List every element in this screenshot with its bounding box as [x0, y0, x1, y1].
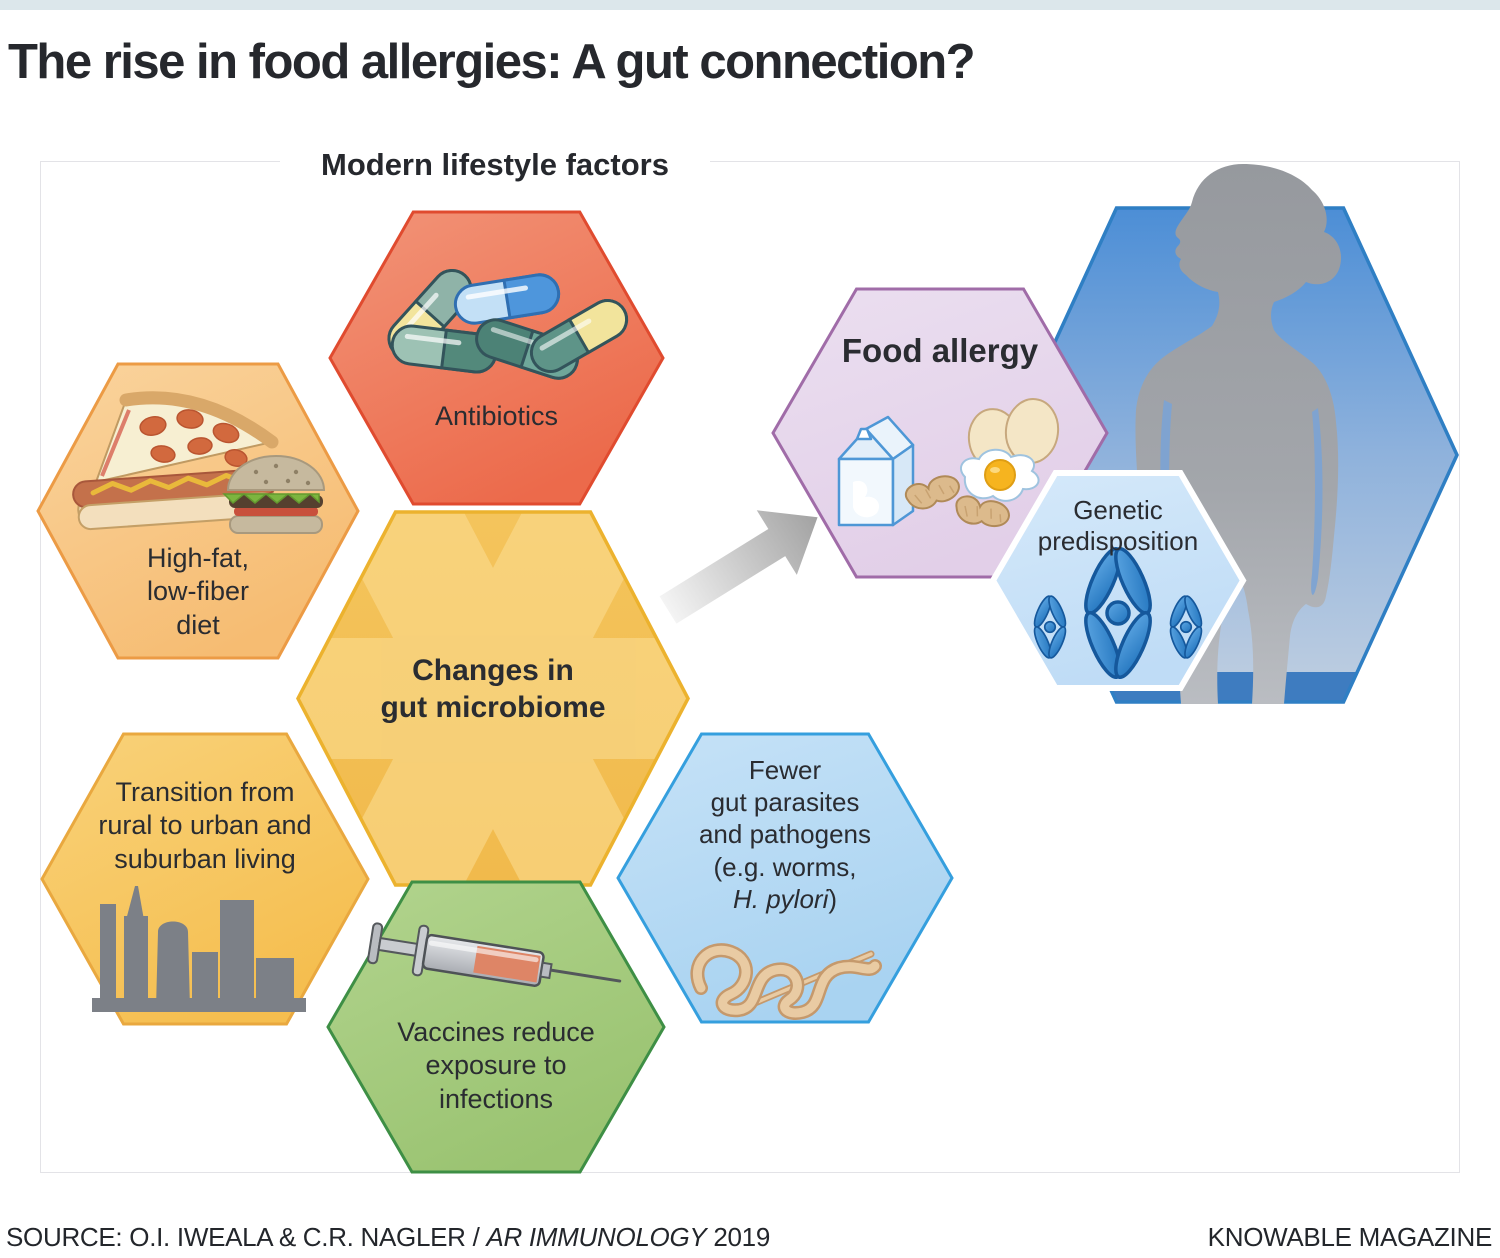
transition-label: Transition from rural to urban and subur…: [98, 777, 312, 874]
source-journal: AR IMMUNOLOGY: [486, 1222, 707, 1252]
parasites-label-suffix: ): [828, 883, 838, 914]
fast-food-icon: [72, 391, 326, 534]
page-title: The rise in food allergies: A gut connec…: [8, 35, 976, 89]
source-year: 2019: [706, 1222, 771, 1252]
antibiotics-hexagon: Antibiotics: [328, 210, 665, 506]
source-prefix: SOURCE: O.I. IWEALA & C.R. NAGLER /: [6, 1222, 487, 1252]
vaccines-label: Vaccines reduce exposure to infections: [397, 1017, 595, 1114]
gut-microbiome-label: Changes in gut microbiome: [380, 654, 606, 725]
high-fat-label: High-fat, low-fiber diet: [146, 543, 250, 640]
brand-name: KNOWABLE MAGAZINE: [1207, 1222, 1493, 1252]
worm-icon: [690, 943, 882, 1020]
gut-microbiome-hexagon-shape: [296, 510, 690, 887]
parasites-label: Fewer gut parasites and pathogens (e.g. …: [618, 754, 952, 915]
genetic-label: Genetic predisposition: [1037, 495, 1199, 557]
arm-gap-right: [1311, 408, 1323, 595]
milk-splash: [853, 480, 880, 518]
city-skyline-icon: [92, 886, 306, 1012]
parasites-hexagon-shape: [616, 732, 954, 1024]
parasites-label-main: Fewer gut parasites and pathogens (e.g. …: [698, 755, 872, 882]
food-allergy-label: Food allergy: [841, 332, 1039, 369]
transition-hexagon-shape: [40, 732, 370, 1026]
high-fat-diet-hexagon: High-fat, low-fiber diet: [36, 362, 360, 660]
parasites-species: H. pylori: [732, 883, 829, 914]
genetic-hexagon: Genetic predisposition: [989, 470, 1247, 691]
chromosomes-icon: [1030, 543, 1206, 683]
transition-hexagon: Transition from rural to urban and subur…: [40, 732, 370, 1026]
syringe-icon: [367, 922, 622, 987]
pills-icon: [387, 268, 629, 380]
antibiotics-label: Antibiotics: [434, 401, 559, 431]
vaccines-hexagon: Vaccines reduce exposure to infections: [326, 880, 666, 1174]
food-allergy-hexagon: Food allergy: [771, 287, 1109, 579]
parasites-hexagon: Fewer gut parasites and pathogens (e.g. …: [616, 732, 954, 1024]
gut-microbiome-hexagon: Changes in gut microbiome: [296, 510, 690, 887]
source-credit: SOURCE: O.I. IWEALA & C.R. NAGLER / AR I…: [6, 1222, 770, 1253]
top-accent-bar: [0, 0, 1500, 10]
allergen-foods-icon: [837, 398, 1060, 531]
arrow-icon: [659, 510, 818, 624]
section-label: Modern lifestyle factors: [280, 147, 710, 183]
